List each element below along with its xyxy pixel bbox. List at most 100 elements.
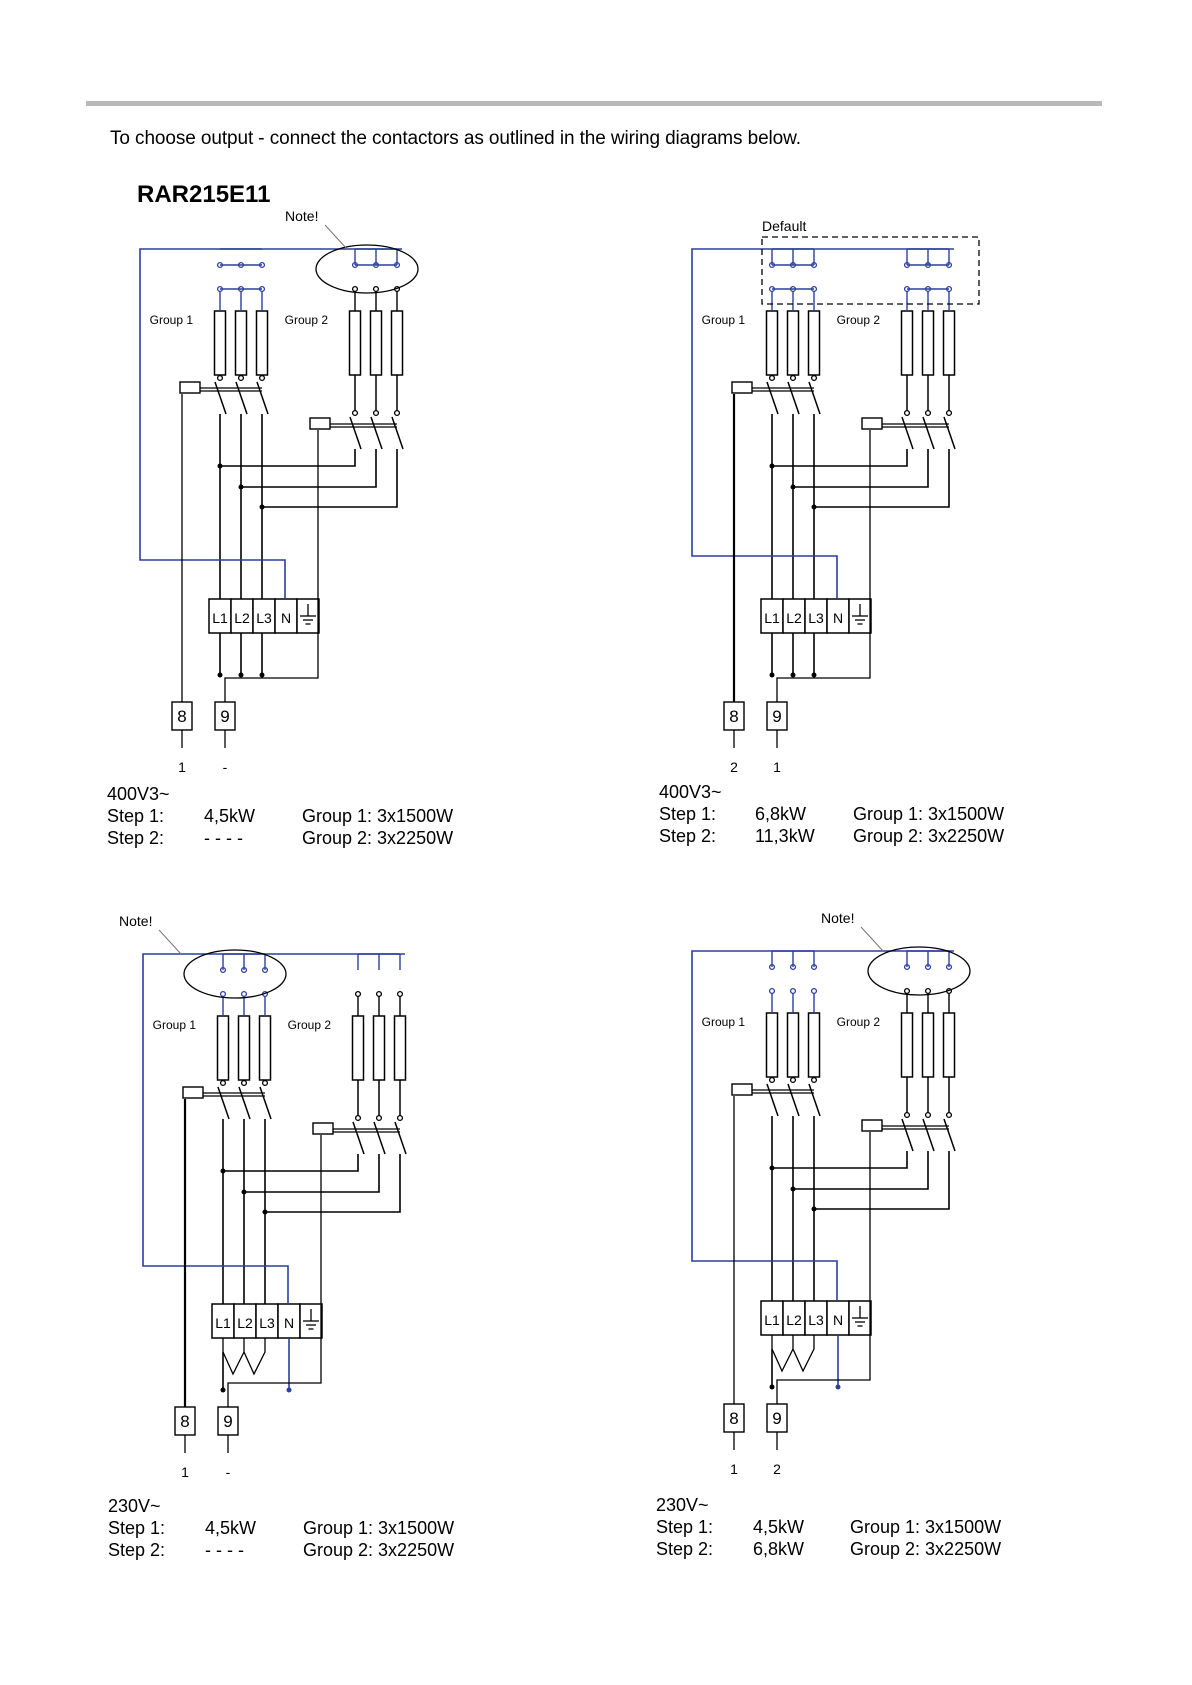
note-label: Note!: [119, 913, 152, 929]
contact-blade: [766, 381, 779, 415]
heating-element-resistor: [765, 1012, 779, 1078]
heating-element-resistor: [786, 1012, 800, 1078]
terminal-9-label: 9: [220, 707, 229, 726]
group2-spec: Group 2: 3x2250W: [303, 1540, 455, 1560]
default-label: Default: [762, 218, 806, 234]
step1-label: Step 1:: [108, 1518, 166, 1538]
terminal-9-signal: -: [223, 759, 228, 775]
contact-blade: [922, 416, 935, 450]
group1-spec: Group 1: 3x1500W: [303, 1518, 455, 1538]
cross-feed-wire: [772, 1151, 908, 1169]
contact-blade: [373, 1121, 386, 1155]
cross-feed-wire: [241, 449, 377, 488]
note-ellipse: [183, 949, 287, 999]
terminal-point: [789, 374, 797, 382]
heating-element-resistor: [786, 310, 800, 376]
terminal-point: [810, 1076, 818, 1084]
group2-label: Group 2: [288, 1018, 332, 1032]
terminal-8-signal: 1: [181, 1464, 189, 1480]
step1-label: Step 1:: [659, 804, 717, 824]
terminal-label: L3: [808, 610, 824, 626]
contact-blade: [943, 1118, 956, 1152]
phase-bridge: [792, 1335, 815, 1373]
contactor-coil: [179, 381, 201, 394]
contact-blade: [787, 381, 800, 415]
terminal-9-signal: 2: [773, 1461, 781, 1477]
phase-bridge: [243, 1338, 266, 1376]
heating-element-resistor: [921, 1012, 935, 1078]
terminal-point: [351, 285, 359, 293]
contact-blade: [922, 1118, 935, 1152]
supply-label: 400V3~: [659, 782, 722, 802]
terminal-label: L2: [786, 1312, 802, 1328]
supply-label: 230V~: [108, 1496, 161, 1516]
group1-label: Group 1: [702, 313, 746, 327]
terminal-point: [945, 409, 953, 417]
cross-feed-wire: [814, 1151, 950, 1210]
contactor-coil: [861, 1119, 883, 1132]
cross-feed-wire: [793, 449, 929, 488]
terminal-point: [354, 1114, 362, 1122]
heating-element-resistor: [258, 1015, 272, 1081]
supply-label: 400V3~: [107, 784, 170, 804]
contact-blade: [370, 416, 383, 450]
note-pointer: [158, 929, 182, 955]
group1-label: Group 1: [150, 313, 194, 327]
terminal-8-label: 8: [729, 707, 738, 726]
contact-blade: [901, 416, 914, 450]
terminal-8-signal: 1: [730, 1461, 738, 1477]
group1-spec: Group 1: 3x1500W: [302, 806, 454, 826]
contact-blade: [214, 381, 227, 415]
step1-label: Step 1:: [656, 1517, 714, 1537]
terminal-point: [768, 374, 776, 382]
junction-dot: [811, 672, 817, 678]
group2-spec: Group 2: 3x2250W: [850, 1539, 1002, 1559]
terminal-point: [240, 990, 248, 998]
heating-element-resistor: [807, 1012, 821, 1078]
group1-spec: Group 1: 3x1500W: [853, 804, 1005, 824]
terminal-point: [372, 285, 380, 293]
contactor-coil: [731, 381, 753, 394]
contact-blade: [787, 1083, 800, 1117]
cross-feed-wire: [220, 449, 356, 467]
contact-blade: [901, 1118, 914, 1152]
terminal-point: [354, 990, 362, 998]
group2-label: Group 2: [837, 313, 881, 327]
terminal-9-signal: -: [226, 1464, 231, 1480]
terminal-point: [240, 1079, 248, 1087]
step2-label: Step 2:: [659, 826, 717, 846]
heating-element-resistor: [372, 1015, 386, 1081]
heating-element-resistor: [390, 310, 404, 376]
supply-label: 230V~: [656, 1495, 709, 1515]
step2-label: Step 2:: [107, 828, 165, 848]
terminal-point: [219, 990, 227, 998]
terminal-point: [372, 409, 380, 417]
step2-label: Step 2:: [108, 1540, 166, 1560]
terminal-point: [237, 374, 245, 382]
group2-label: Group 2: [285, 313, 329, 327]
junction-dot: [220, 1387, 226, 1393]
cross-feed-wire: [244, 1154, 380, 1193]
heating-element-resistor: [900, 1012, 914, 1078]
terminal-point: [903, 1111, 911, 1119]
heating-element-resistor: [216, 1015, 230, 1081]
cross-feed-wire: [772, 449, 908, 467]
junction-dot: [286, 1387, 292, 1393]
contact-blade: [391, 416, 404, 450]
control-wire: [227, 1135, 322, 1407]
terminal-point: [945, 1111, 953, 1119]
cross-feed-wire: [265, 1154, 401, 1213]
terminal-label: L1: [764, 610, 780, 626]
terminal-label: L2: [234, 610, 250, 626]
phase-bridge: [771, 1335, 794, 1373]
heating-element-resistor: [942, 310, 956, 376]
contactor-coil: [182, 1086, 204, 1099]
step1-power: 4,5kW: [204, 806, 256, 826]
terminal-label: L3: [808, 1312, 824, 1328]
